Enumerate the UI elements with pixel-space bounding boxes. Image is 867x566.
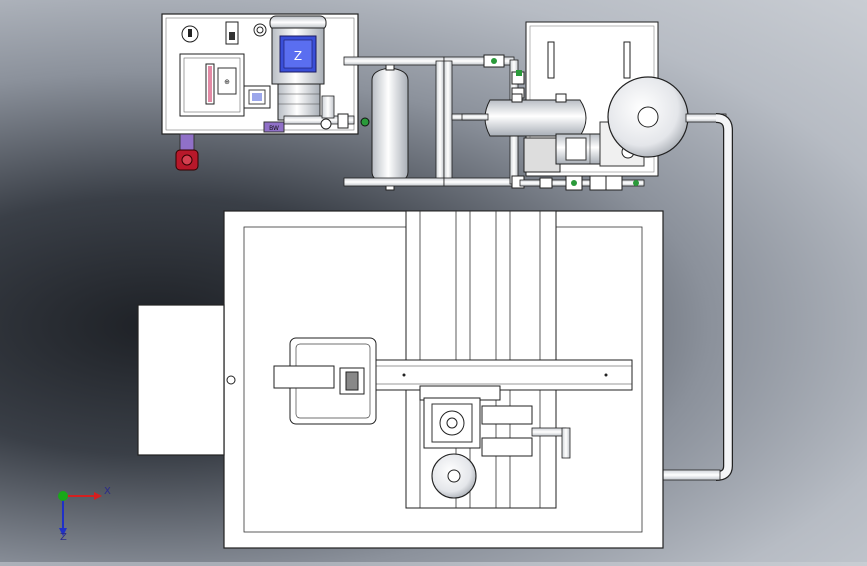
spindle-motor[interactable]	[423, 397, 571, 459]
panel-label: BW	[269, 125, 279, 132]
svg-text:⊕: ⊕	[224, 78, 230, 86]
secondary-pump[interactable]	[555, 121, 645, 167]
control-panel[interactable]: ⊕	[161, 13, 359, 135]
cooling-fan[interactable]	[607, 76, 727, 158]
grinding-wheel[interactable]	[431, 453, 477, 499]
pump-outlet-fittings	[283, 95, 370, 130]
clamp-carriage[interactable]	[273, 337, 377, 425]
orientation-triad[interactable]: X Z	[44, 478, 114, 548]
accumulator-tank[interactable]	[371, 61, 409, 191]
svg-text:Z: Z	[294, 49, 302, 63]
drain-valve[interactable]	[175, 133, 199, 171]
return-line-fittings	[519, 175, 645, 191]
z-axis-label: Z	[60, 532, 67, 543]
cross-beam[interactable]	[375, 359, 633, 401]
triad-axes	[58, 491, 102, 536]
pump-motor[interactable]: Z BW	[263, 15, 327, 133]
x-axis-label: X	[104, 486, 111, 497]
filter-tank[interactable]	[461, 93, 587, 137]
